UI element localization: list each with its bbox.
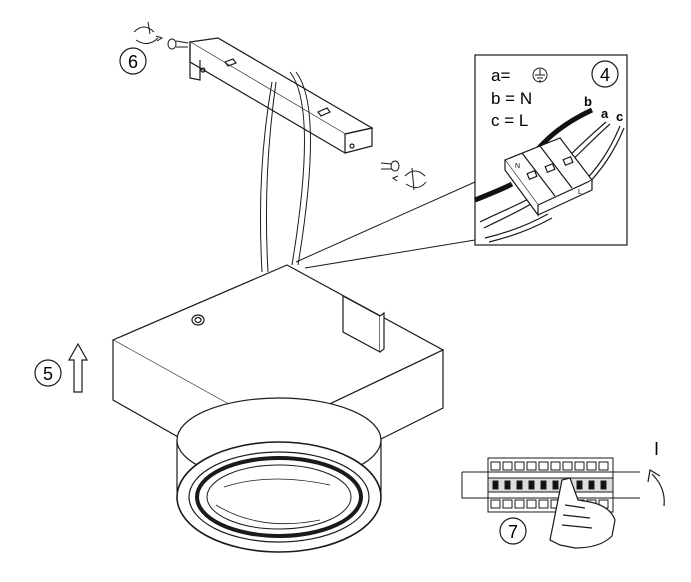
breaker-pole-top (562, 461, 573, 471)
earth-icon (532, 67, 548, 83)
breaker-toggle[interactable] (516, 480, 523, 490)
wire-label-c: c (616, 109, 623, 124)
wiring-detail-panel: a= b = N c = L 4 b a c (295, 54, 628, 269)
switch-on-label: I (654, 439, 659, 459)
breaker-pole-top (598, 461, 609, 471)
screw-left (133, 21, 189, 50)
mounting-bracket (188, 37, 374, 155)
step-4-number: 4 (600, 65, 610, 85)
step-5-number: 5 (43, 364, 53, 384)
breaker-pole-bottom (502, 499, 513, 509)
breaker-pole-bottom (526, 499, 537, 509)
legend-neutral: b = N (491, 89, 532, 108)
step-6-number: 6 (128, 52, 138, 72)
terminal-n-mark: N (515, 163, 520, 170)
breaker-toggle[interactable] (600, 480, 607, 490)
breaker-toggle[interactable] (588, 480, 595, 490)
curved-arrow-icon (647, 469, 665, 507)
breaker-pole-top (574, 461, 585, 471)
screw-right (380, 160, 427, 191)
breaker-toggle[interactable] (540, 480, 547, 490)
terminal-l-mark: L (578, 189, 582, 196)
breaker-pole-top (538, 461, 549, 471)
lamp-head (176, 397, 382, 553)
legend-live: c = L (491, 111, 528, 130)
breaker-pole-bottom (538, 499, 549, 509)
breaker-pole-top (526, 461, 537, 471)
step-5-badge: 5 (34, 359, 62, 387)
breaker-toggle[interactable] (528, 480, 535, 490)
wire-label-b: b (584, 94, 592, 109)
up-arrow-icon (67, 342, 89, 393)
breaker-pole-bottom (490, 499, 501, 509)
breaker-toggle[interactable] (492, 480, 499, 490)
hand-icon (549, 477, 616, 549)
breaker-pole-top (502, 461, 513, 471)
breaker-pole-top (490, 461, 501, 471)
step-4-badge (591, 60, 619, 88)
step-7-number: 7 (508, 522, 518, 542)
legend-earth: a= (491, 66, 510, 85)
supply-wires (259, 71, 312, 273)
step-7-badge: 7 (499, 517, 527, 545)
breaker-pole-top (586, 461, 597, 471)
step-6-badge: 6 (119, 47, 147, 75)
wire-label-a: a (601, 106, 609, 121)
breaker-pole-bottom (514, 499, 525, 509)
breaker-toggle[interactable] (576, 480, 583, 490)
breaker-pole-top (514, 461, 525, 471)
terminal-block (504, 137, 593, 217)
breaker-toggle[interactable] (552, 480, 559, 490)
breaker-toggle[interactable] (504, 480, 511, 490)
breaker-pole-top (550, 461, 561, 471)
